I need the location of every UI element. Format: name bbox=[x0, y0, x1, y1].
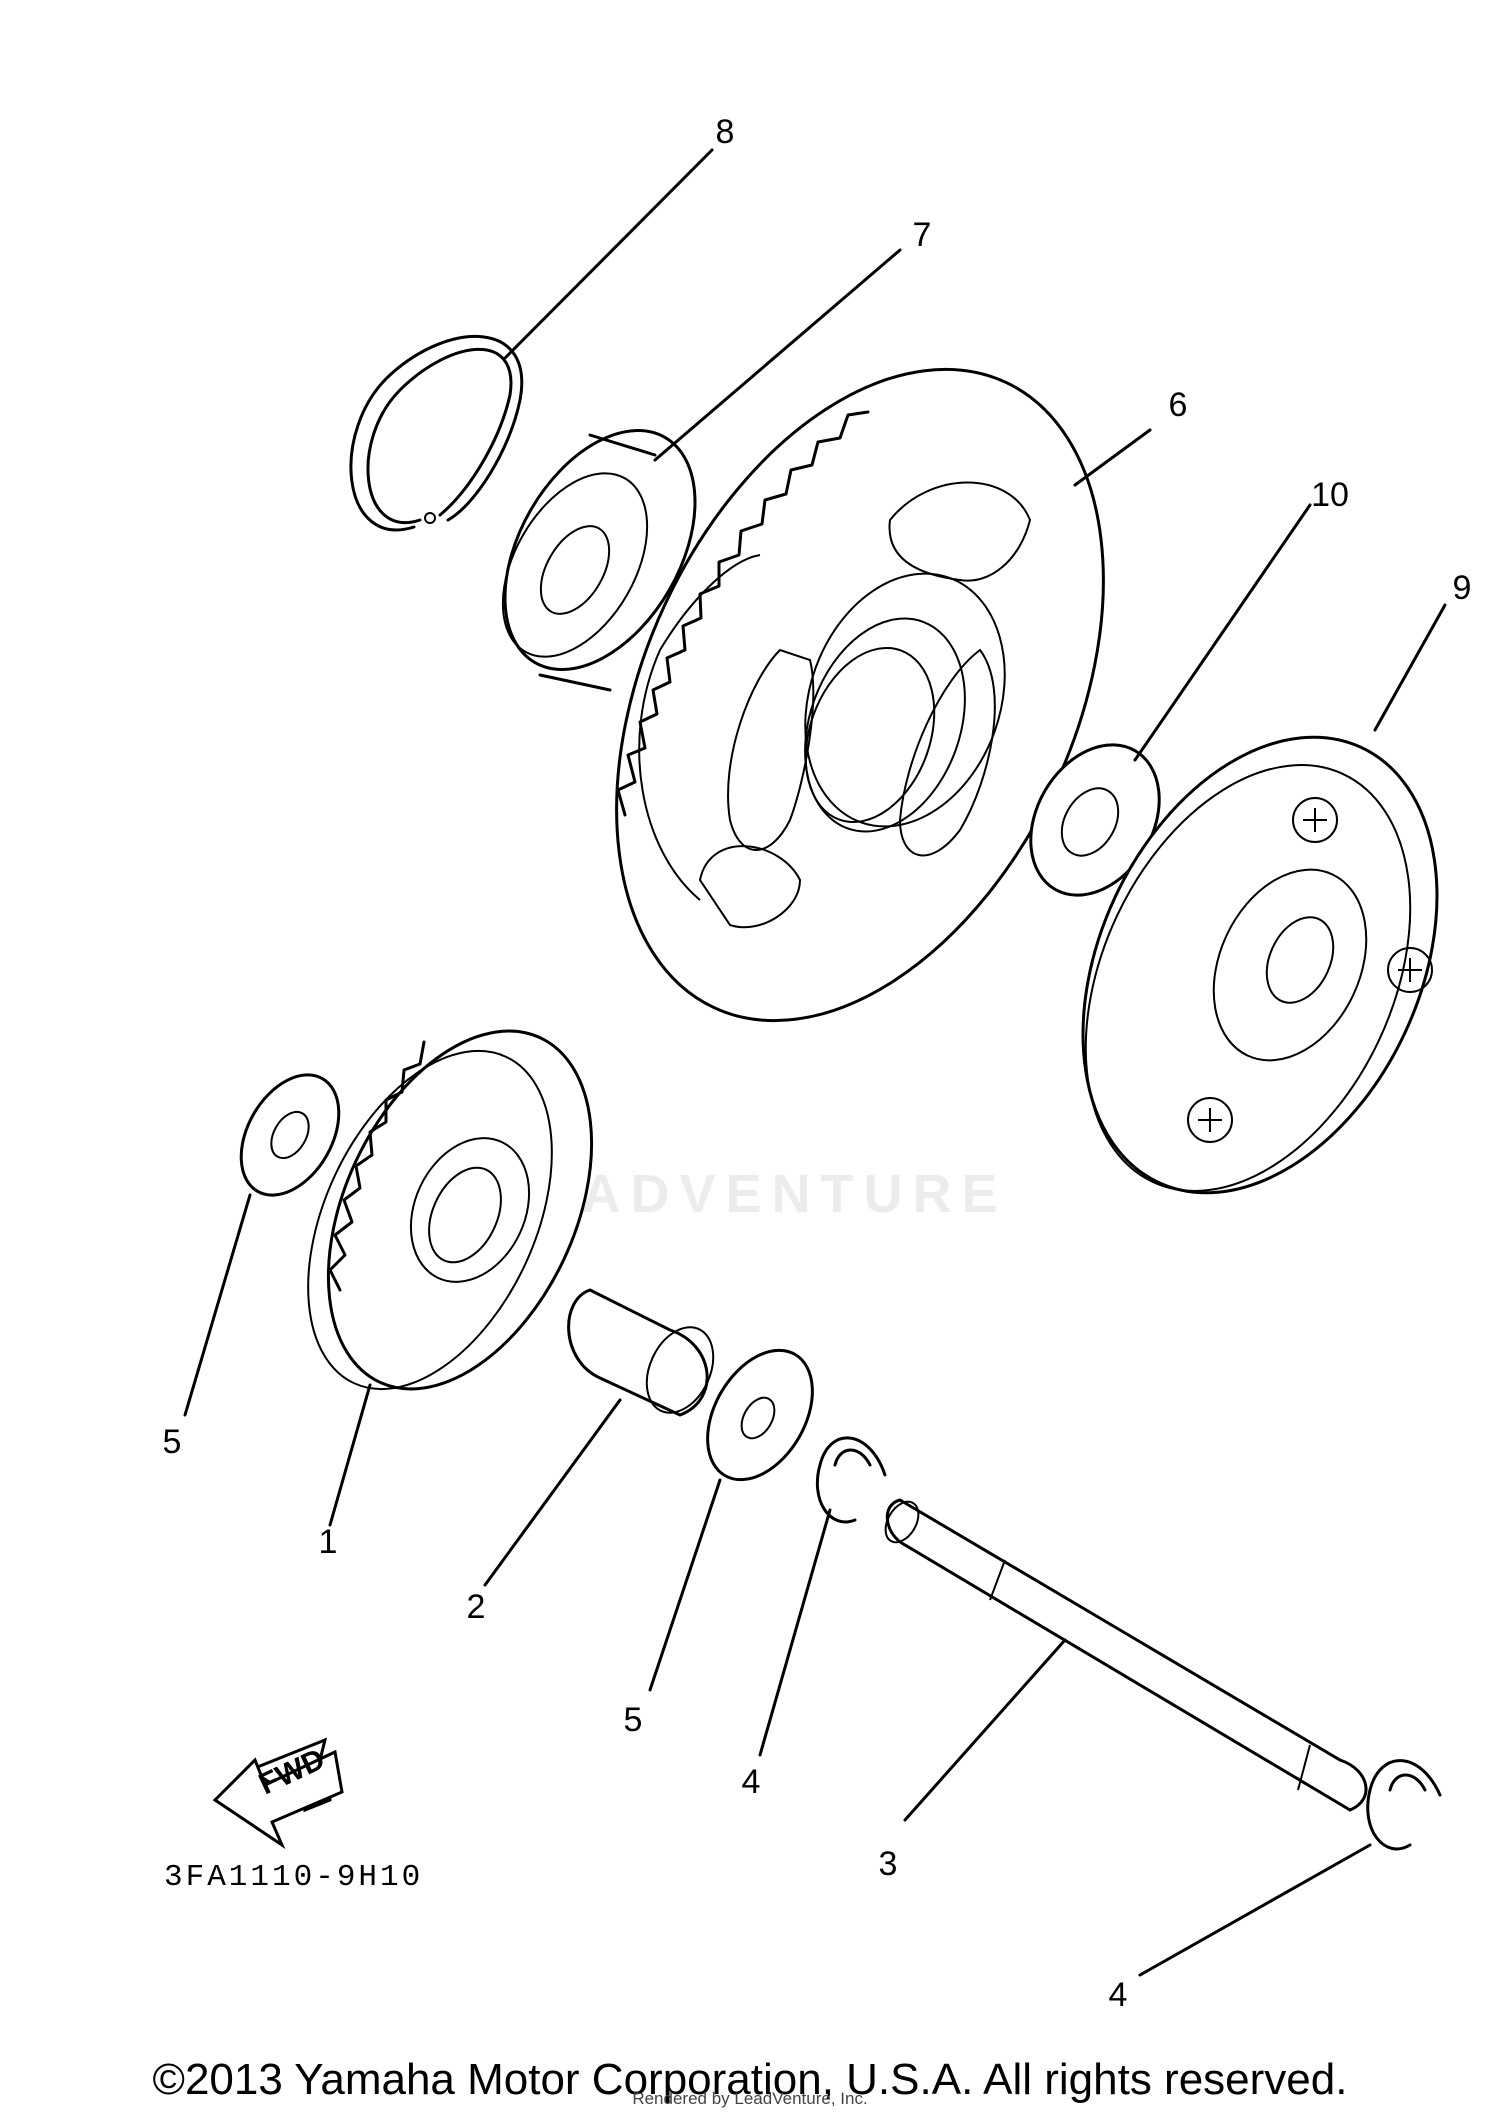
part-6-starter-gear bbox=[615, 367, 1105, 1023]
diagram-code: 3FA1110-9H10 bbox=[164, 1860, 424, 1895]
callout-4-right: 4 bbox=[1108, 1976, 1128, 2014]
part-10-washer bbox=[1029, 743, 1161, 897]
callout-10: 10 bbox=[1311, 476, 1349, 514]
part-8-circlip bbox=[349, 334, 524, 532]
fwd-arrow-icon bbox=[212, 1737, 344, 1850]
callout-7: 7 bbox=[912, 216, 932, 254]
callout-3: 3 bbox=[878, 1845, 898, 1883]
rendered-by-notice: Rendered by LeadVenture, Inc. bbox=[632, 2089, 868, 2108]
callout-5-mid: 5 bbox=[623, 1701, 643, 1739]
part-5-washer-mid bbox=[706, 1348, 814, 1482]
part-2-collar bbox=[567, 1288, 715, 1417]
copyright-notice: ©2013 Yamaha Motor Corporation, U.S.A. A… bbox=[152, 2055, 1348, 2104]
callout-2: 2 bbox=[466, 1588, 486, 1626]
part-1-idler-gear bbox=[307, 1029, 594, 1391]
leader-lines bbox=[183, 148, 1447, 1977]
callout-5-left: 5 bbox=[162, 1423, 182, 1461]
callout-1: 1 bbox=[318, 1523, 338, 1561]
callout-6: 6 bbox=[1168, 386, 1188, 424]
callout-4-mid: 4 bbox=[741, 1763, 761, 1801]
callout-8: 8 bbox=[715, 113, 735, 151]
part-4-eclip-mid bbox=[815, 1436, 887, 1524]
part-7-bearing bbox=[501, 429, 697, 692]
part-5-washer-left bbox=[239, 1073, 341, 1197]
part-4-eclip-right bbox=[1366, 1759, 1442, 1851]
callout-9: 9 bbox=[1452, 569, 1472, 607]
part-3-shaft bbox=[884, 1498, 1368, 1812]
part-9-starter-clutch bbox=[1081, 735, 1439, 1195]
